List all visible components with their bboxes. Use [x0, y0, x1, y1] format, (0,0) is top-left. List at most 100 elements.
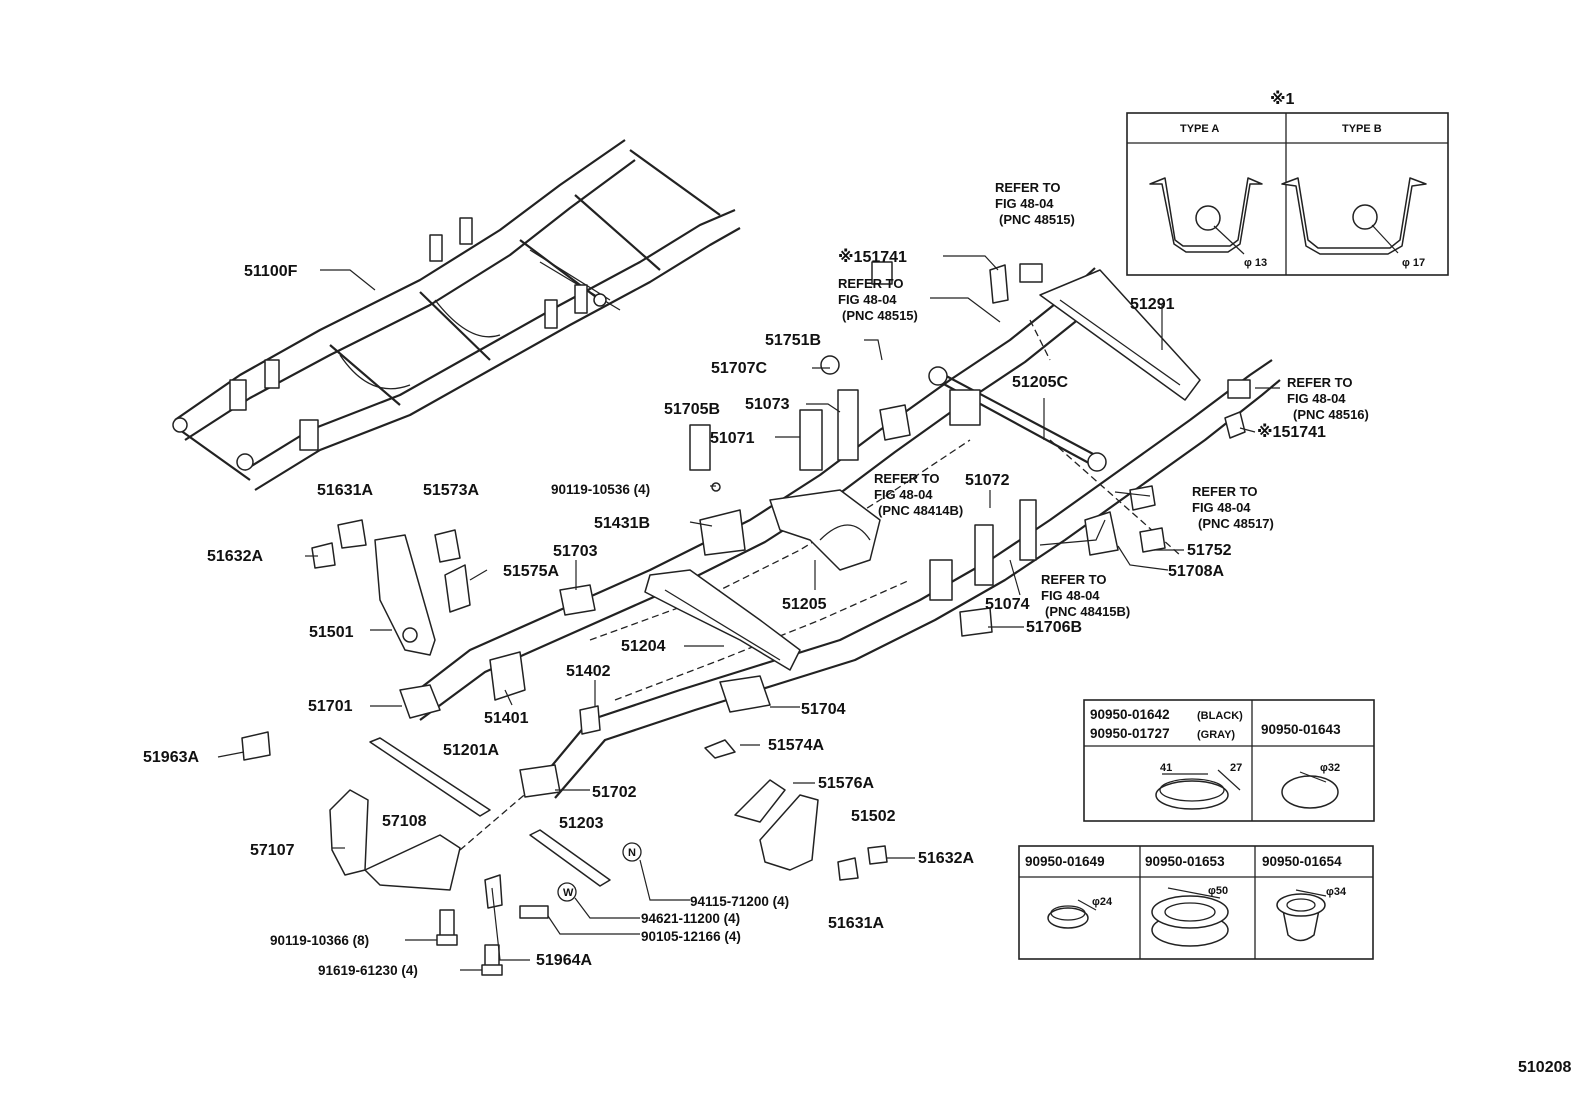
svg-text:(PNC 48414B): (PNC 48414B)	[878, 503, 963, 518]
svg-text:REFER TO: REFER TO	[838, 276, 904, 291]
svg-text:(GRAY): (GRAY)	[1197, 729, 1235, 741]
label-51402: 51402	[566, 663, 611, 680]
svg-text:(PNC 48515): (PNC 48515)	[842, 308, 918, 323]
label-51204: 51204	[621, 638, 666, 655]
label-51703: 51703	[553, 543, 598, 560]
label-51074: 51074	[985, 596, 1030, 613]
svg-text:REFER TO: REFER TO	[995, 180, 1061, 195]
plug-table-bottom: 90950-01649 90950-01653 90950-01654 φ24 …	[1018, 845, 1374, 960]
svg-text:(PNC 48516): (PNC 48516)	[1293, 407, 1369, 422]
note-mark: ※1	[1270, 90, 1295, 108]
label-51963A: 51963A	[143, 749, 199, 766]
label-51708A: 51708A	[1168, 563, 1224, 580]
svg-text:φ32: φ32	[1320, 762, 1340, 774]
type-table: ※1 TYPE A TYPE B φ 13 φ 17	[1126, 90, 1449, 276]
label-51964A: 51964A	[536, 952, 592, 969]
svg-text:(BLACK): (BLACK)	[1197, 710, 1243, 722]
label-51071: 51071	[710, 430, 755, 447]
label-51702: 51702	[592, 784, 637, 801]
label-51072: 51072	[965, 472, 1010, 489]
svg-text:FIG 48-04: FIG 48-04	[1041, 588, 1100, 603]
label-57107: 57107	[250, 842, 295, 859]
svg-text:27: 27	[1230, 762, 1242, 774]
svg-text:(PNC 48415B): (PNC 48415B)	[1045, 604, 1130, 619]
label-151741-right: ※151741	[1257, 423, 1326, 441]
plug-90950-01727: 90950-01727	[1090, 726, 1170, 741]
refer-note-48415B: REFER TO FIG 48-04 (PNC 48415B)	[1041, 572, 1130, 619]
loose-parts	[241, 519, 888, 976]
svg-text:φ34: φ34	[1326, 886, 1347, 898]
label-91619-61230: 91619-61230 (4)	[318, 963, 418, 978]
label-51701: 51701	[308, 698, 353, 715]
svg-text:41: 41	[1160, 762, 1172, 774]
label-51575A: 51575A	[503, 563, 559, 580]
plug-90950-01643: 90950-01643	[1261, 722, 1341, 737]
svg-text:φ24: φ24	[1092, 896, 1113, 908]
refer-note-48517: REFER TO FIG 48-04 (PNC 48517)	[1192, 484, 1274, 531]
label-51632A-right: 51632A	[918, 850, 974, 867]
label-51431B: 51431B	[594, 515, 650, 532]
label-57108: 57108	[382, 813, 427, 830]
label-51705B: 51705B	[664, 401, 720, 418]
refer-notes: REFER TO FIG 48-04 (PNC 48515) REFER TO …	[838, 180, 1369, 619]
label-51201A: 51201A	[443, 742, 499, 759]
leader-lines	[217, 255, 1280, 971]
label-51073: 51073	[745, 396, 790, 413]
plug-90950-01653: 90950-01653	[1145, 854, 1225, 869]
svg-text:FIG 48-04: FIG 48-04	[1192, 500, 1251, 515]
label-51573A: 51573A	[423, 482, 479, 499]
plug-table-top: 90950-01642 (BLACK) 90950-01727 (GRAY) 9…	[1083, 699, 1375, 822]
label-51205C: 51205C	[1012, 374, 1068, 391]
part-labels: 51100F ※151741 51291 51751B 51707C 51073…	[143, 248, 1326, 978]
svg-text:(PNC 48515): (PNC 48515)	[999, 212, 1075, 227]
diagram-id: 510208	[1518, 1059, 1571, 1076]
svg-text:FIG 48-04: FIG 48-04	[838, 292, 897, 307]
svg-text:REFER TO: REFER TO	[1287, 375, 1353, 390]
label-90105-12166: 90105-12166 (4)	[641, 929, 741, 944]
plug-90950-01642: 90950-01642	[1090, 707, 1170, 722]
mark-n: N	[628, 847, 636, 859]
label-94621-11200: 94621-11200 (4)	[641, 911, 740, 926]
type-a-header: TYPE A	[1180, 123, 1219, 135]
label-51752: 51752	[1187, 542, 1232, 559]
label-51100F: 51100F	[244, 263, 298, 280]
label-51751B: 51751B	[765, 332, 821, 349]
plug-90950-01649: 90950-01649	[1025, 854, 1105, 869]
label-51501: 51501	[309, 624, 354, 641]
label-51632A-left: 51632A	[207, 548, 263, 565]
svg-text:FIG 48-04: FIG 48-04	[1287, 391, 1346, 406]
label-151741-top: ※151741	[838, 248, 907, 266]
frame-assembly-51100F	[172, 139, 741, 491]
mark-w: W	[563, 887, 574, 899]
label-90119-10366: 90119-10366 (8)	[270, 933, 369, 948]
refer-note-48414B: REFER TO FIG 48-04 (PNC 48414B)	[874, 471, 963, 518]
frame-exploded-main	[399, 261, 1281, 851]
refer-note-48516: REFER TO FIG 48-04 (PNC 48516)	[1287, 375, 1369, 422]
label-51502: 51502	[851, 808, 896, 825]
type-a-dim: φ 13	[1244, 257, 1267, 269]
label-51291: 51291	[1130, 296, 1175, 313]
label-51205: 51205	[782, 596, 827, 613]
svg-text:REFER TO: REFER TO	[874, 471, 940, 486]
refer-note-48515-top: REFER TO FIG 48-04 (PNC 48515)	[995, 180, 1075, 227]
label-51401: 51401	[484, 710, 529, 727]
svg-text:REFER TO: REFER TO	[1192, 484, 1258, 499]
label-90119-10536: 90119-10536 (4)	[551, 482, 650, 497]
svg-text:FIG 48-04: FIG 48-04	[995, 196, 1054, 211]
label-51631A-top: 51631A	[317, 482, 373, 499]
label-51706B: 51706B	[1026, 619, 1082, 636]
label-51704: 51704	[801, 701, 846, 718]
plug-90950-01654: 90950-01654	[1262, 854, 1342, 869]
svg-text:φ50: φ50	[1208, 885, 1228, 897]
type-b-dim: φ 17	[1402, 257, 1425, 269]
refer-note-48515-mid: REFER TO FIG 48-04 (PNC 48515)	[838, 276, 918, 323]
svg-text:FIG 48-04: FIG 48-04	[874, 487, 933, 502]
label-51574A: 51574A	[768, 737, 824, 754]
label-51707C: 51707C	[711, 360, 767, 377]
label-51203: 51203	[559, 815, 604, 832]
label-51576A: 51576A	[818, 775, 874, 792]
svg-text:REFER TO: REFER TO	[1041, 572, 1107, 587]
label-51631A-bottom: 51631A	[828, 915, 884, 932]
label-94115-71200: 94115-71200 (4)	[690, 894, 789, 909]
